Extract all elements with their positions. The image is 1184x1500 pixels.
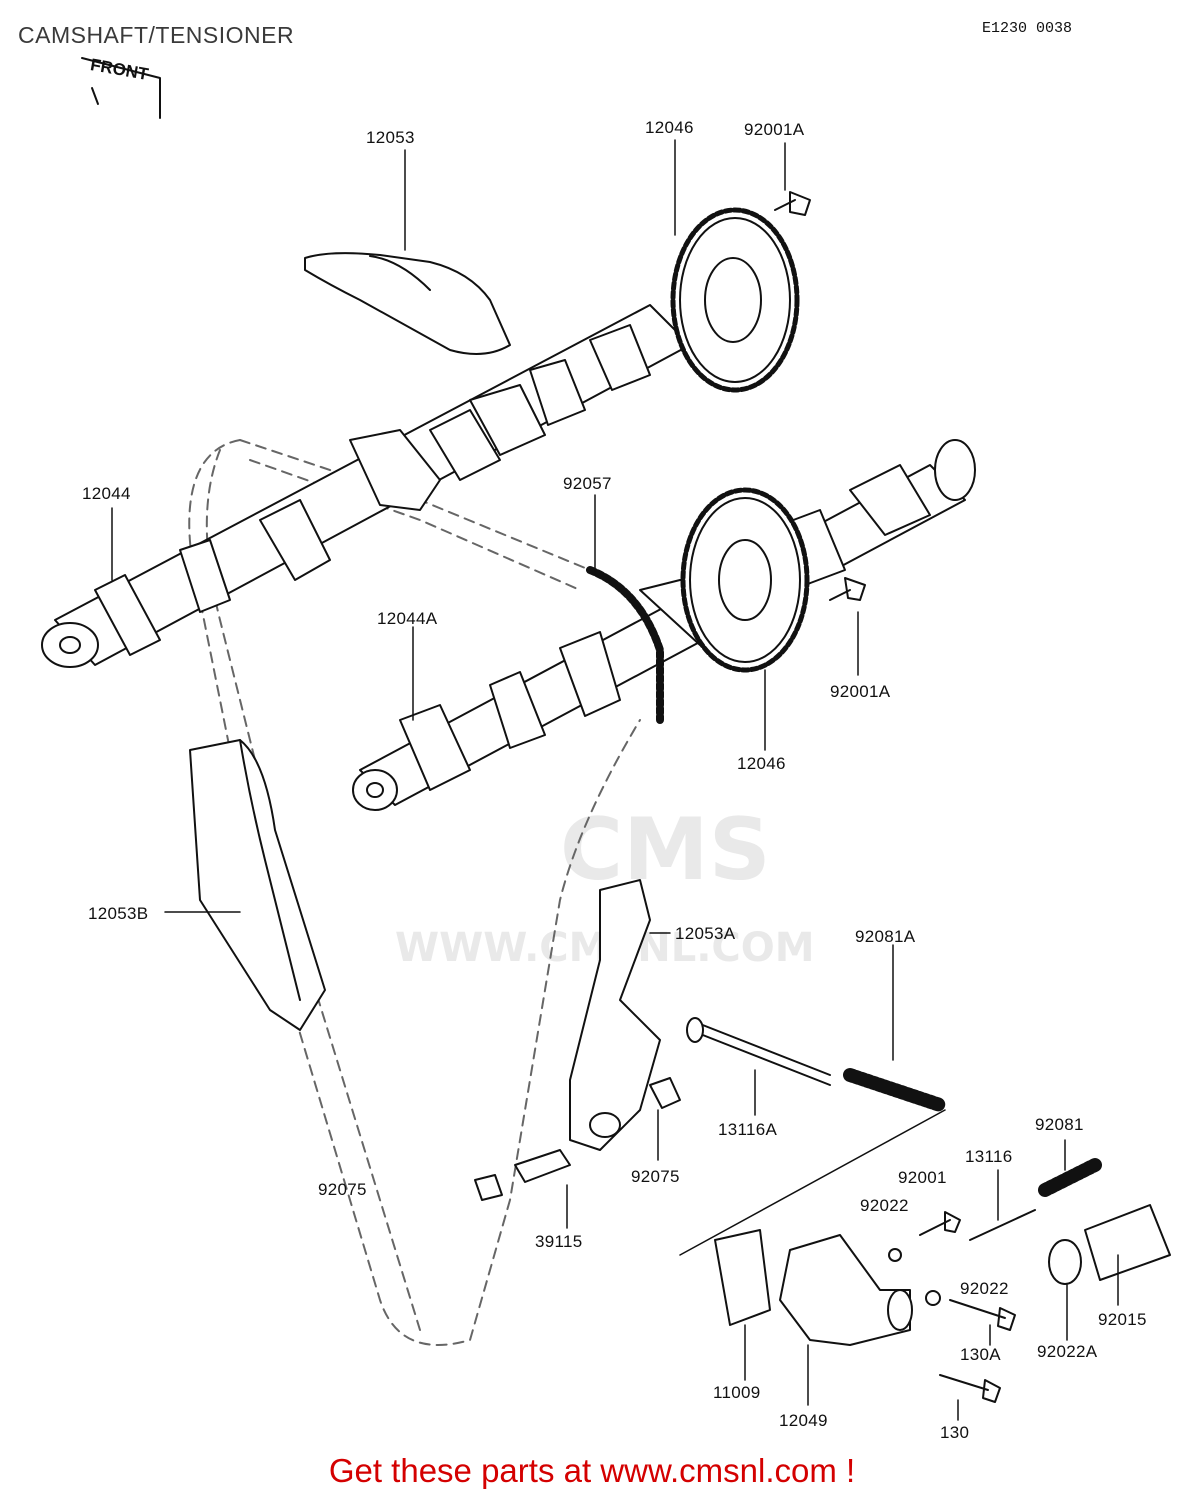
part-label-130[interactable]: 130 [940, 1423, 970, 1442]
front-chain-guide [189, 739, 326, 1031]
intake-camshaft [352, 439, 976, 811]
footer-link[interactable]: Get these parts at www.cmsnl.com ! [328, 1452, 856, 1489]
part-label-92081[interactable]: 92081 [1035, 1115, 1084, 1134]
part-label-12053a[interactable]: 12053A [675, 924, 736, 943]
upper-chain-guide [304, 252, 511, 355]
part-label-130a[interactable]: 130A [960, 1345, 1001, 1364]
washer-92022a [1048, 1239, 1082, 1285]
washer-92022-upper [888, 1248, 902, 1262]
part-label-39115[interactable]: 39115 [535, 1232, 583, 1251]
part-label-92022-lower[interactable]: 92022 [960, 1279, 1009, 1298]
part-label-92001[interactable]: 92001 [898, 1168, 947, 1187]
part-label-13116[interactable]: 13116 [965, 1147, 1013, 1166]
part-label-12046-lower[interactable]: 12046 [737, 754, 786, 773]
bolt-92001 [919, 1211, 961, 1236]
part-label-92057[interactable]: 92057 [563, 474, 612, 493]
part-label-92075-left[interactable]: 92075 [318, 1180, 367, 1199]
part-label-92022a[interactable]: 92022A [1037, 1342, 1098, 1361]
bolt-upper [774, 191, 811, 216]
part-label-11009[interactable]: 11009 [713, 1383, 761, 1402]
part-label-92075-right[interactable]: 92075 [631, 1167, 680, 1186]
cam-chain [188, 439, 641, 1346]
damper-92075-upper [649, 1077, 681, 1109]
sprocket-upper [670, 207, 800, 393]
tensioner-body [779, 1234, 911, 1346]
bolt-130 [939, 1374, 1001, 1403]
part-label-12044a[interactable]: 12044A [377, 609, 438, 628]
part-label-92081a[interactable]: 92081A [855, 927, 916, 946]
diagram-code: E1230 0038 [982, 20, 1073, 37]
damper-92075-lower [474, 1174, 503, 1201]
spring-92081 [1038, 1158, 1102, 1197]
tensioner-guide [569, 879, 661, 1151]
front-marker [81, 57, 161, 119]
watermark-logo: CMS [560, 800, 771, 900]
part-label-12046-upper[interactable]: 12046 [645, 118, 694, 137]
pin-13116 [969, 1209, 1036, 1241]
page-title: CAMSHAFT/TENSIONER [18, 22, 295, 48]
cap-92015 [1084, 1204, 1171, 1281]
part-label-92001a-lower[interactable]: 92001A [830, 682, 891, 701]
bolt-130a [949, 1299, 1016, 1331]
part-label-12053[interactable]: 12053 [366, 128, 415, 147]
pin-13116a [689, 1021, 831, 1086]
chain-link-92057 [586, 566, 664, 724]
part-label-92001a-upper[interactable]: 92001A [744, 120, 805, 139]
sprocket-lower [680, 487, 810, 673]
guide-39115 [514, 1149, 571, 1183]
part-label-12044[interactable]: 12044 [82, 484, 131, 503]
bolt-lower [829, 577, 866, 601]
part-label-92015[interactable]: 92015 [1098, 1310, 1147, 1329]
part-label-92022-upper[interactable]: 92022 [860, 1196, 909, 1215]
gasket-11009 [714, 1229, 771, 1326]
part-label-12049[interactable]: 12049 [779, 1411, 828, 1430]
exhaust-camshaft [41, 304, 691, 668]
part-label-13116a[interactable]: 13116A [718, 1120, 778, 1139]
spring-92081a [843, 1068, 947, 1112]
washer-92022-lower [925, 1290, 941, 1306]
part-label-12053b[interactable]: 12053B [88, 904, 149, 923]
